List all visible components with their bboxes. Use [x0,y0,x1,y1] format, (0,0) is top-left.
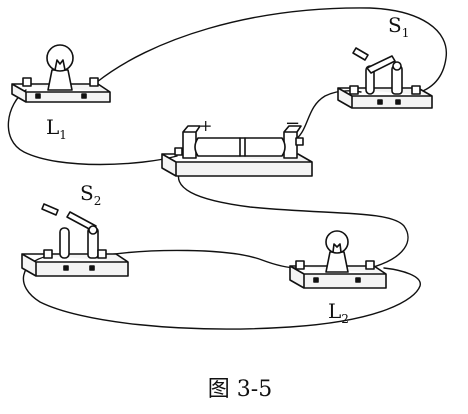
switch-s2-terminal-left [43,249,53,259]
switch-s2-slot-right [89,265,95,271]
wire-l1-to-s1 [96,7,447,95]
lamp-l1-label-subscript: 1 [59,128,67,142]
lamp-l1-slot-left [35,93,41,99]
switch-s1-label-subscript: 1 [402,26,410,40]
lamp-l1-slot-right [81,93,87,99]
switch-s2-hinge [88,225,98,235]
switch-s1-label-letter: S [388,13,402,37]
lamp-l2-label: L2 [328,299,349,326]
switch-s2-slot-left [63,265,69,271]
switch-s2-handle [41,203,59,216]
wire-battery-to-l2 [177,167,409,269]
battery-minus-sign: − [285,113,300,134]
lamp-l1 [11,44,111,103]
switch-s1-label: S1 [388,13,409,40]
battery-terminal-right [295,137,304,146]
switch-s2-terminal-right [97,249,107,259]
switch-s1-blade [366,55,396,74]
switch-s2-label-letter: S [80,181,94,205]
lamp-l2-terminal-left [295,260,305,270]
lamp-l2-filament [332,243,342,253]
wires [7,7,447,330]
lamp-l1-filament [54,59,66,71]
lamp-l2-terminal-right [365,260,375,270]
lamp-l1-holder [47,69,73,91]
lamp-l1-terminal-left [22,77,32,87]
lamp-l1-bulb [46,44,74,72]
switch-s2-post-left [59,227,70,259]
battery-cell-cap [239,137,246,157]
battery [161,125,313,177]
figure-caption: 图 3-5 [208,377,272,402]
battery-plus-sign: + [199,116,212,135]
battery-base [161,153,313,177]
lamp-l2-label-letter: L [328,299,341,323]
switch-s1-terminal-right [411,85,421,95]
wire-s2-to-l2 [99,249,299,269]
lamp-l1-label-letter: L [46,115,59,139]
switch-s1 [337,47,433,109]
lamp-l1-label: L1 [46,115,67,142]
lamp-l1-terminal-right [89,77,99,87]
switch-s1-hinge [392,61,402,71]
lamp-l2-label-subscript: 2 [341,312,349,326]
battery-terminal-left [174,147,183,156]
lamp-l2-slot-right [355,277,361,283]
switch-s2-label-subscript: 2 [94,194,102,208]
lamp-l2-bulb [325,230,349,254]
switch-s2 [21,203,129,277]
lamp-l2 [289,230,387,289]
wire-l1-to-battery [7,89,178,166]
switch-s1-slot-left [377,99,383,105]
lamp-l2-slot-left [313,277,319,283]
lamp-l2-holder [325,251,349,273]
switch-s2-label: S2 [80,181,101,208]
switch-s1-handle [352,47,369,61]
switch-s1-terminal-left [349,85,359,95]
switch-s1-slot-right [395,99,401,105]
wire-s2-to-l2-loop [22,255,421,330]
switch-s2-base [21,253,129,277]
